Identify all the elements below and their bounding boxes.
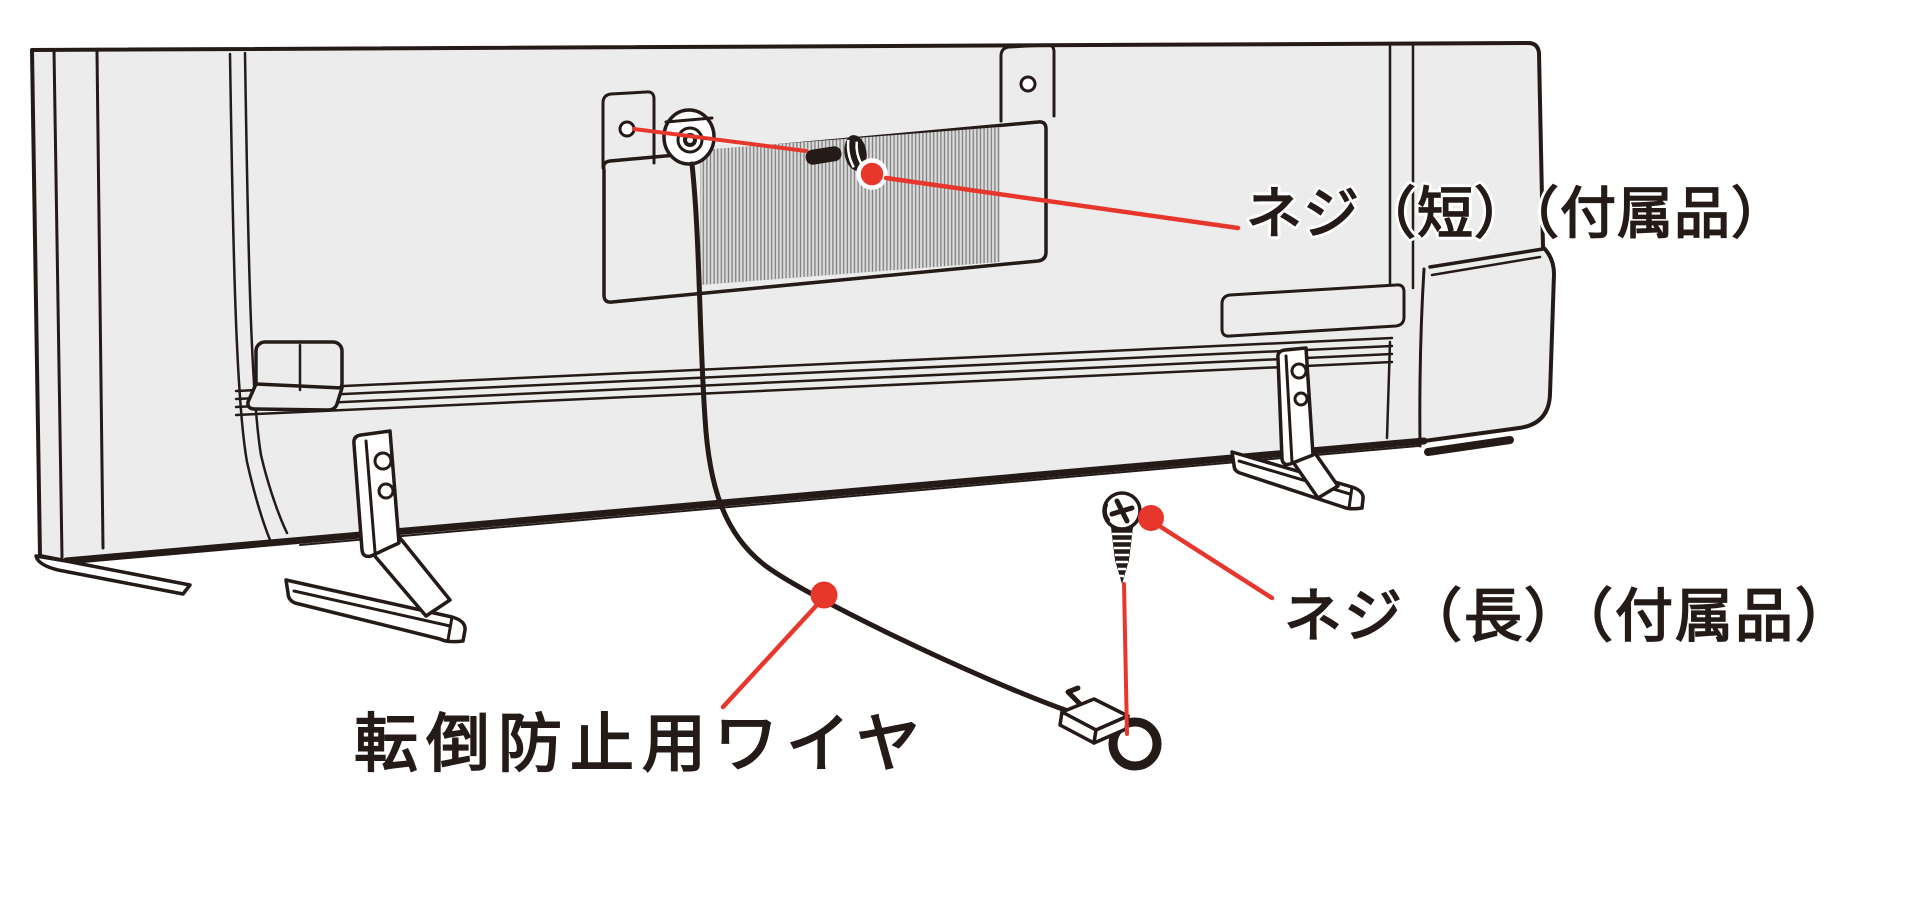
bracket-tab-left — [601, 90, 656, 170]
callout-dot-wire — [810, 581, 838, 609]
leader-hole-to-screw — [632, 127, 808, 153]
callout-dot-screw-short — [856, 158, 888, 190]
label-screw-long: ネジ（長）（付属品） — [1284, 584, 1856, 649]
left-bezel-line — [95, 50, 105, 550]
short-screw — [805, 135, 867, 171]
label-anti-tip-wire: 転倒防止用ワイヤ — [354, 708, 929, 780]
leg-screw-hole — [373, 451, 393, 471]
terminal-ring — [1108, 717, 1162, 771]
tv-back-panel — [30, 41, 1556, 596]
bracket-hole-left — [618, 120, 636, 138]
leader-screw-to-ring — [1122, 582, 1129, 736]
stand-leg-left — [284, 429, 467, 644]
cord-holder-box — [246, 340, 344, 412]
anti-tip-wire — [689, 161, 1071, 714]
leg-screw-hole — [1290, 362, 1308, 380]
panel-seam-right — [1385, 43, 1415, 440]
leader-screw-short — [883, 175, 1241, 231]
front-bezel-sliver — [34, 554, 192, 596]
left-edge-line — [52, 48, 64, 559]
leg-screw-hole — [1293, 391, 1309, 407]
leader-screw-long — [1158, 524, 1275, 601]
end-cap-shadow — [1424, 436, 1514, 456]
bottom-trim-lines — [234, 336, 1394, 417]
vent-grille — [700, 127, 1000, 285]
stand-leg-right — [1230, 346, 1365, 511]
bracket-tab-right — [999, 43, 1056, 123]
rear-connector-plate — [1220, 283, 1406, 338]
panel-seam-left-a — [228, 52, 272, 542]
long-screw — [1102, 491, 1142, 584]
terminal-hook — [1065, 685, 1083, 707]
bottom-step-line — [299, 445, 1419, 546]
bottom-edge — [62, 437, 1428, 565]
callouts — [632, 127, 1275, 736]
right-end-cap — [1418, 247, 1545, 456]
leader-wire — [720, 603, 819, 710]
callout-dot-screw-long — [1138, 505, 1164, 531]
wire-ring-terminal — [1058, 685, 1162, 771]
bracket-hole-right — [1019, 75, 1037, 93]
leg-screw-hole — [377, 482, 395, 500]
label-screw-short: ネジ（短）（付属品） — [1246, 182, 1788, 245]
anti-tip-bracket-plate — [601, 43, 1056, 304]
